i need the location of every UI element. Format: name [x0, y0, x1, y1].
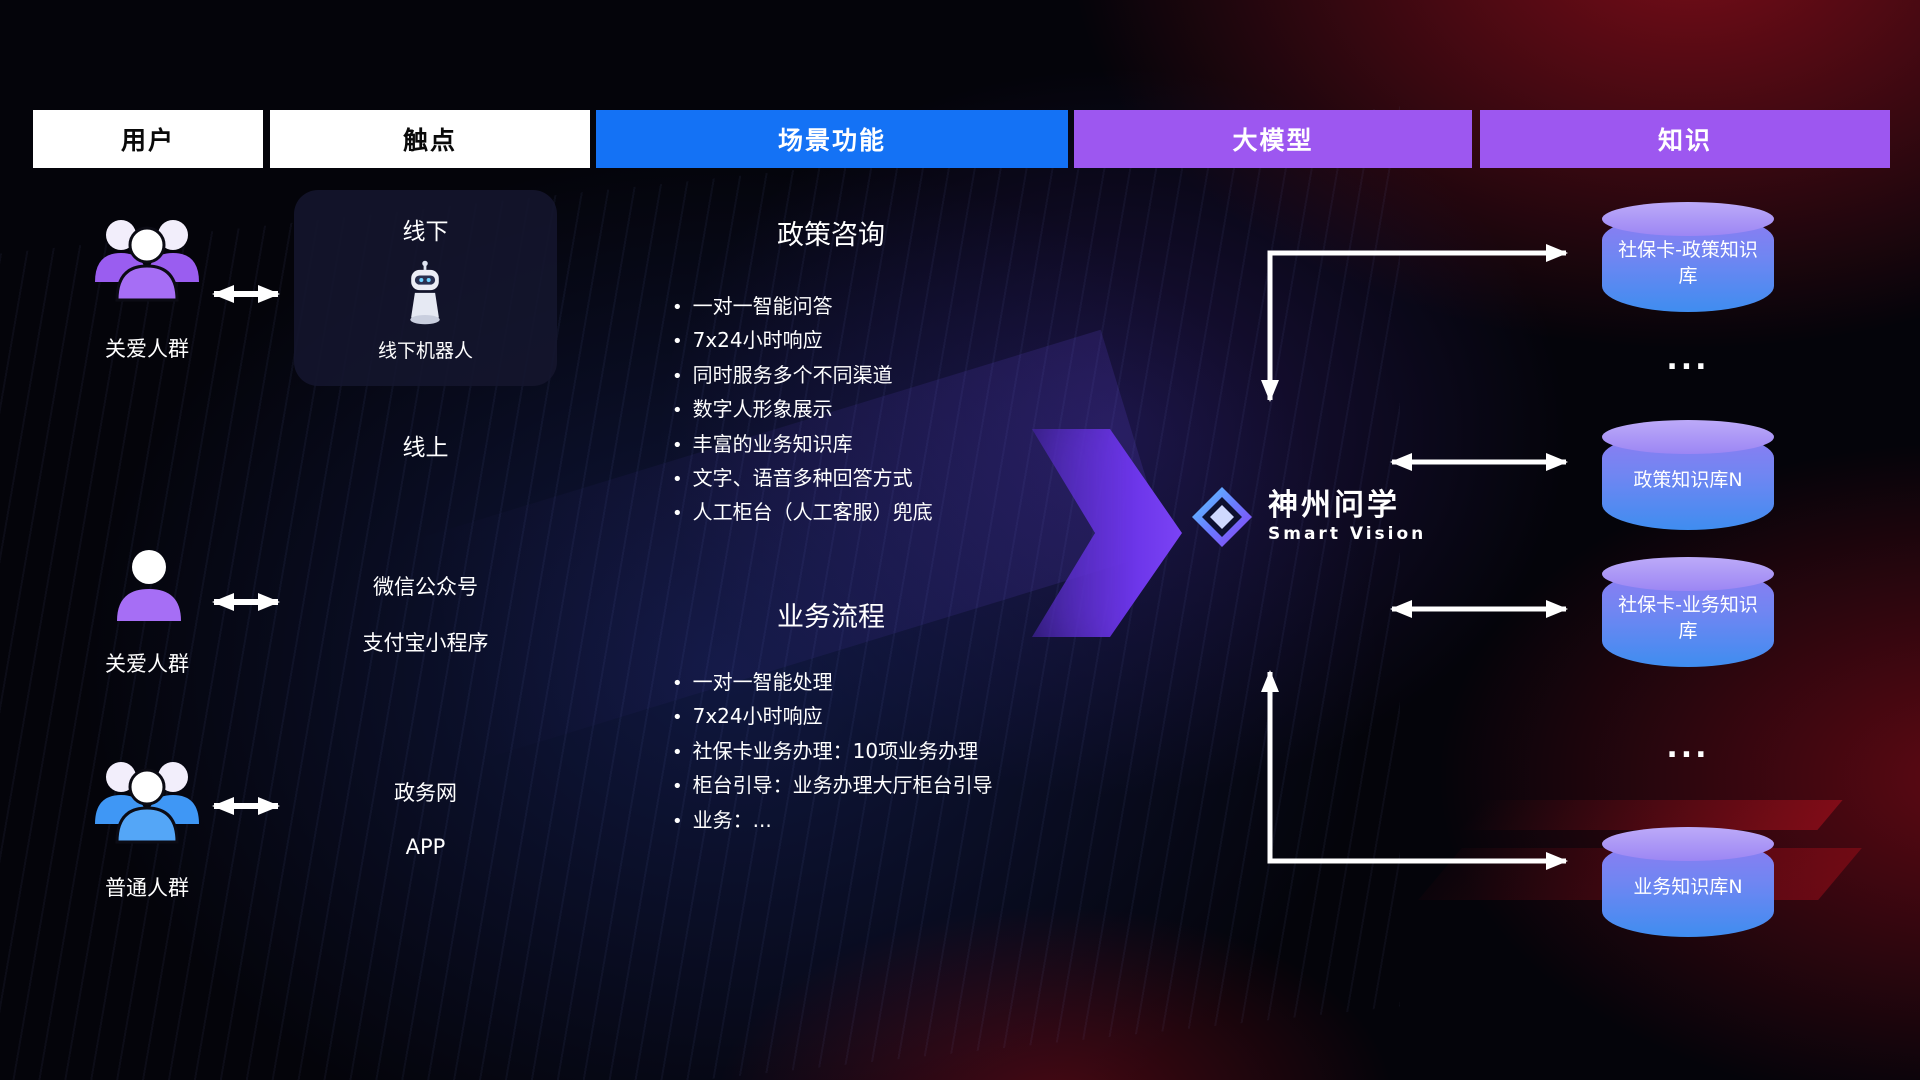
list-item: 数字人形象展示: [672, 393, 1092, 427]
list-item: 丰富的业务知识库: [672, 428, 1092, 462]
list-item: 一对一智能问答: [672, 290, 1092, 324]
scenario-title-business: 业务流程: [777, 602, 885, 633]
model-logo: 神州问学 Smart Vision: [1190, 485, 1426, 549]
model-subtitle: Smart Vision: [1268, 524, 1427, 544]
cylinder-top: [1602, 557, 1774, 591]
list-item: 7x24小时响应: [672, 324, 1092, 358]
business-bullet-list: 一对一智能处理 7x24小时响应 社保卡业务办理：10项业务办理 柜台引导：业务…: [672, 666, 1092, 838]
knowledge-db-business-n: 业务知识库N: [1602, 827, 1774, 937]
list-item: 文字、语音多种回答方式: [672, 462, 1092, 496]
list-item: 社保卡业务办理：10项业务办理: [672, 735, 1092, 769]
user-group-label: 普通人群: [105, 876, 189, 900]
group-people-blue-icon: [95, 762, 199, 844]
knowledge-db-business-ssc: 社保卡-业务知识库: [1602, 557, 1774, 667]
user-group-label: 关爱人群: [105, 652, 189, 676]
channel-alipay: 支付宝小程序: [362, 631, 489, 655]
header-touchpoints: 触点: [270, 110, 590, 168]
db-label: 社保卡-业务知识库: [1618, 594, 1758, 642]
list-item: 7x24小时响应: [672, 700, 1092, 734]
list-item: 一对一智能处理: [672, 666, 1092, 700]
diamond-logo-icon: [1192, 487, 1252, 547]
user-group-label: 关爱人群: [105, 337, 189, 361]
scenario-title-policy: 政策咨询: [777, 220, 885, 251]
diagonal-streaks-decoration: [0, 106, 1400, 1080]
ellipsis: ...: [1666, 342, 1710, 377]
knowledge-db-policy-ssc: 社保卡-政策知识库: [1602, 202, 1774, 312]
ellipsis: ...: [1666, 730, 1710, 765]
cylinder-top: [1602, 420, 1774, 454]
red-ribbon-decoration: [1457, 800, 1843, 830]
header-users: 用户: [33, 110, 263, 168]
db-label: 政策知识库N: [1633, 469, 1743, 491]
list-item: 业务：...: [672, 804, 1092, 838]
model-name: 神州问学: [1268, 488, 1400, 523]
model-db4-arrow: [1261, 670, 1568, 870]
list-item: 柜台引导：业务办理大厅柜台引导: [672, 769, 1092, 803]
header-large-model: 大模型: [1074, 110, 1472, 168]
flow-arrow-right: [1032, 429, 1182, 637]
group-people-purple-icon: [95, 220, 199, 302]
channel-gov-web: 政务网: [394, 781, 457, 805]
knowledge-db-policy-n: 政策知识库N: [1602, 420, 1774, 530]
db-label: 业务知识库N: [1633, 876, 1743, 898]
online-title: 线上: [402, 435, 449, 461]
offline-robot-label: 线下机器人: [377, 340, 473, 362]
cylinder-top: [1602, 827, 1774, 861]
header-knowledge: 知识: [1480, 110, 1890, 168]
list-item: 同时服务多个不同渠道: [672, 359, 1092, 393]
db-label: 社保卡-政策知识库: [1618, 239, 1758, 287]
channel-wechat: 微信公众号: [373, 575, 478, 599]
offline-title: 线下: [402, 219, 449, 245]
header-scenario-functions: 场景功能: [596, 110, 1068, 168]
single-person-purple-icon: [117, 550, 181, 621]
channel-app: APP: [405, 835, 446, 859]
list-item: 人工柜台（人工客服）兜底: [672, 496, 1092, 530]
cylinder-top: [1602, 202, 1774, 236]
model-db1-arrow: [1261, 244, 1568, 402]
policy-bullet-list: 一对一智能问答 7x24小时响应 同时服务多个不同渠道 数字人形象展示 丰富的业…: [672, 290, 1092, 531]
